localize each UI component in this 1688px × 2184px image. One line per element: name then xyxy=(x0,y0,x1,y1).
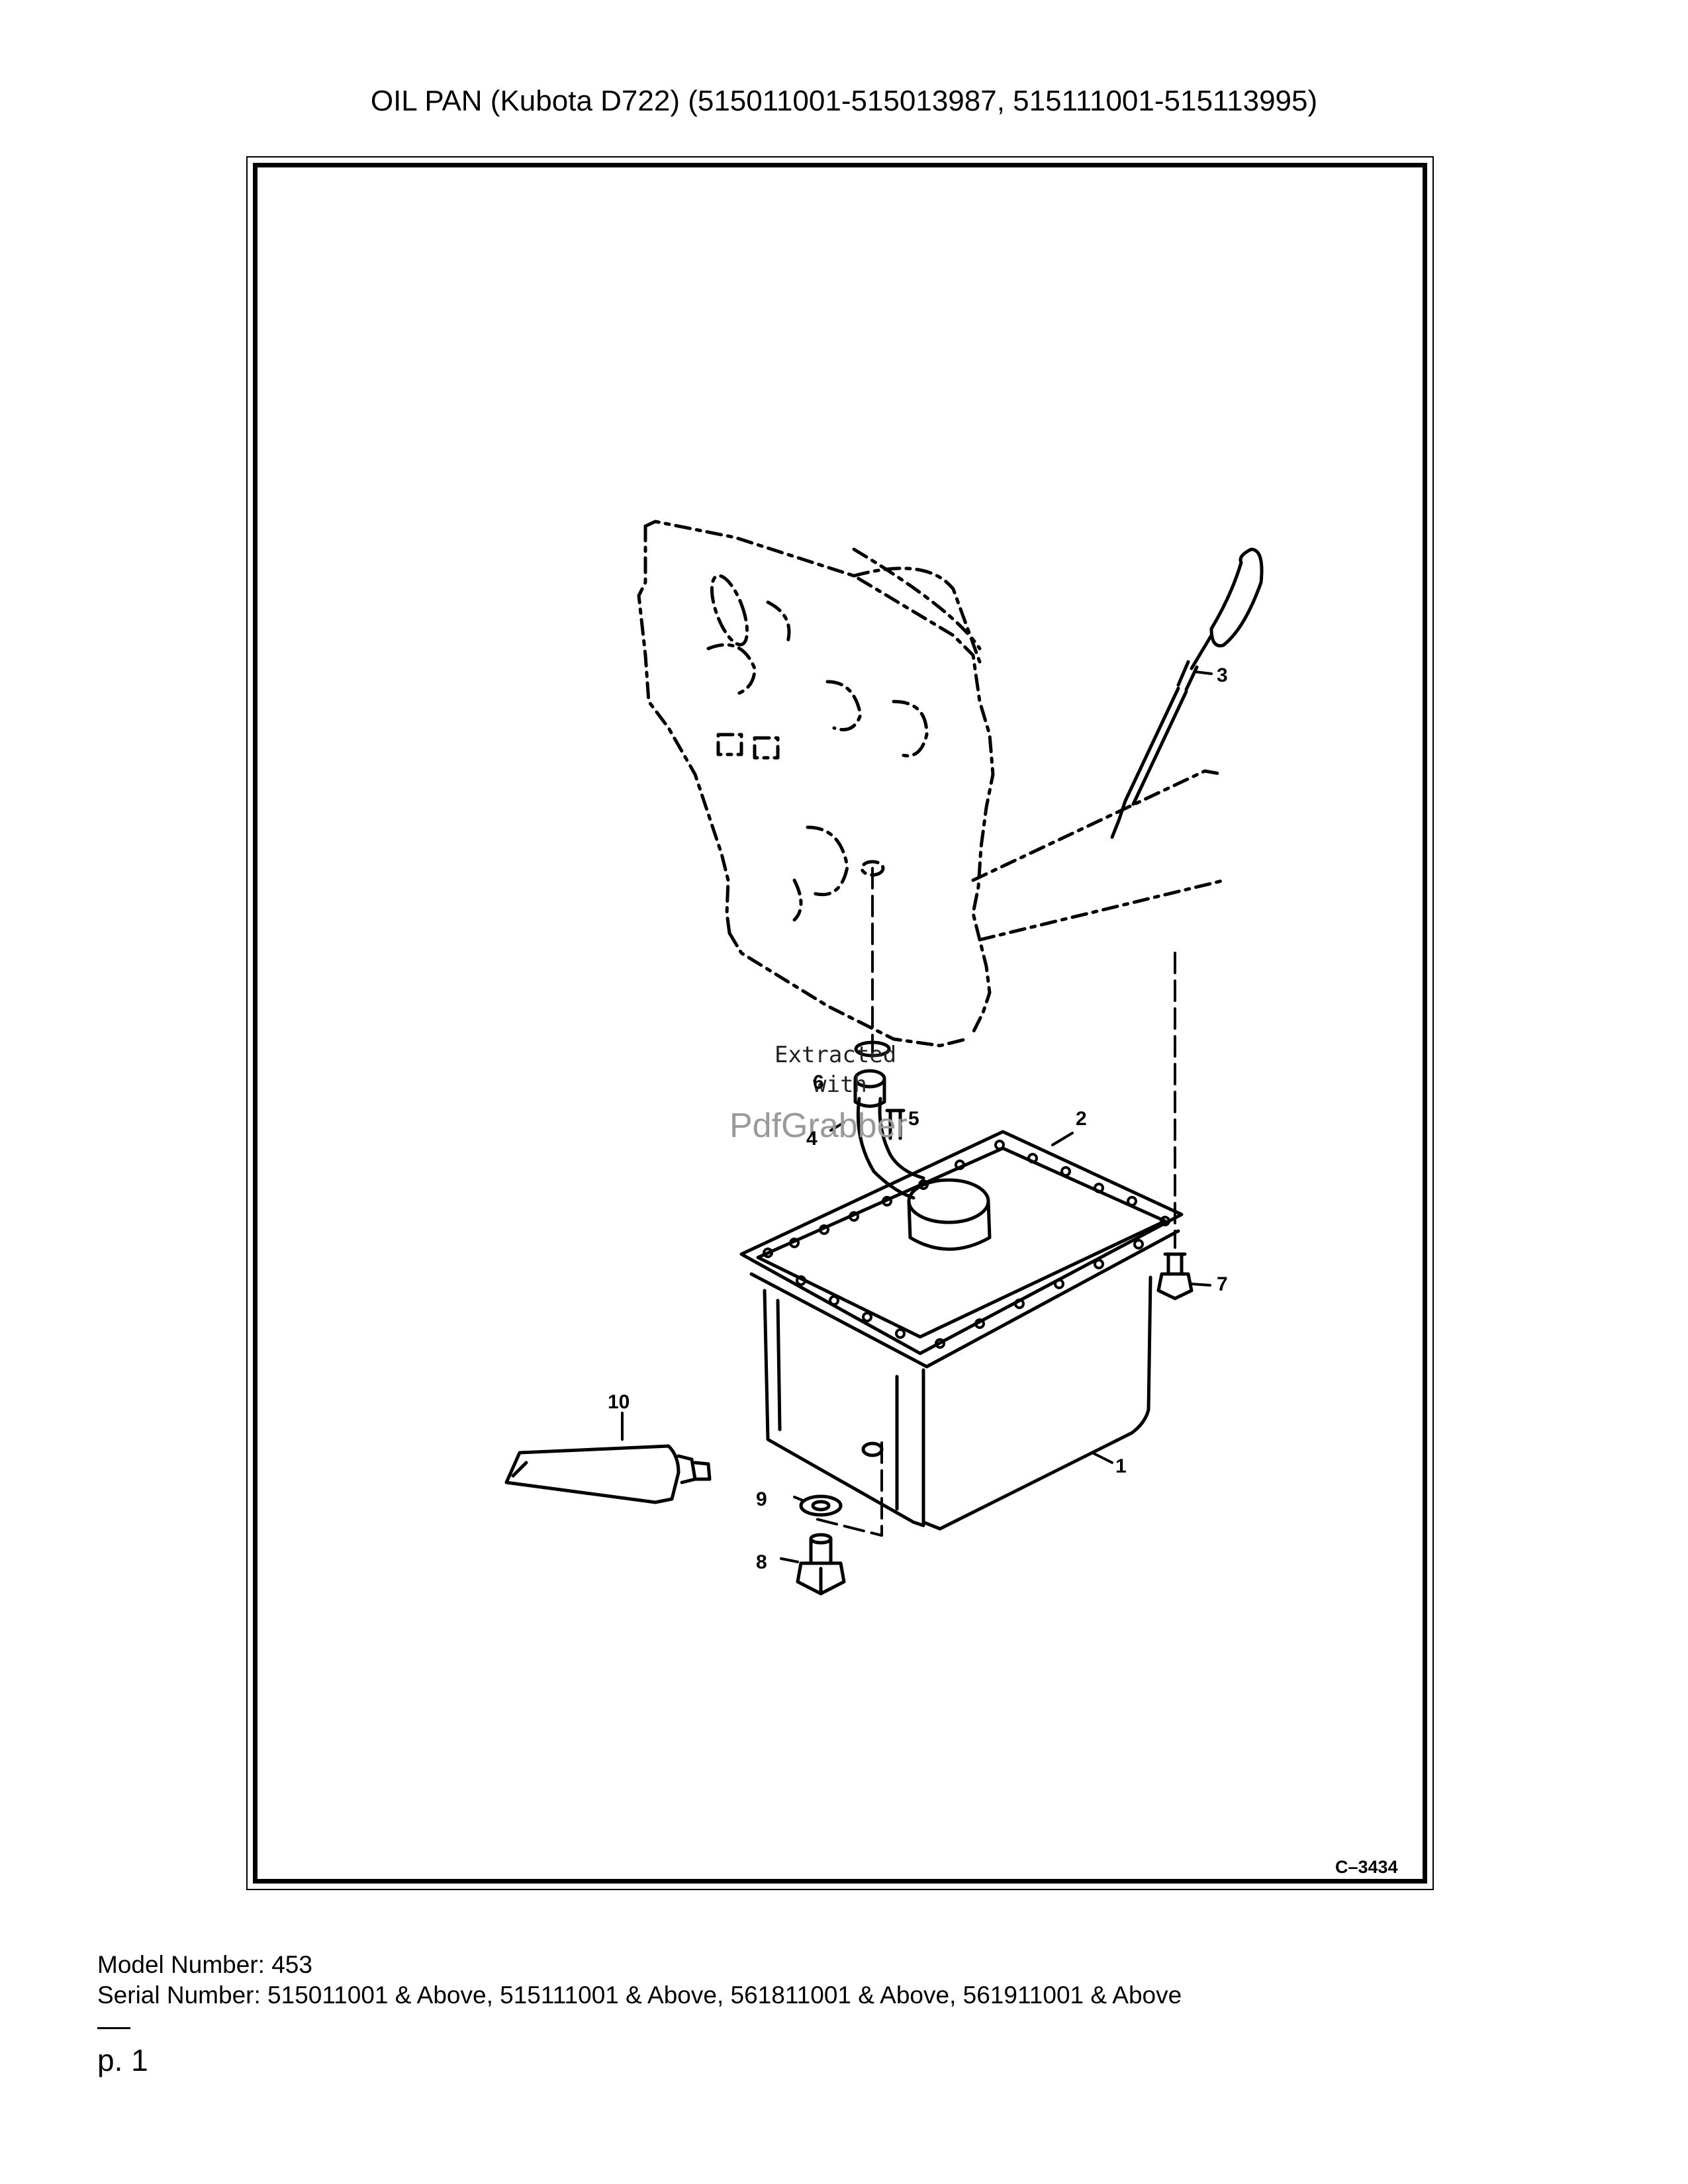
leader-lines xyxy=(621,670,1213,1563)
watermark-line2: with xyxy=(813,1071,867,1098)
serial-number: Serial Number: 515011001 & Above, 515111… xyxy=(97,1981,1182,2009)
engine-block xyxy=(637,520,1227,1048)
callout-10: 10 xyxy=(608,1391,630,1413)
page-number: p. 1 xyxy=(97,2043,148,2077)
callout-9: 9 xyxy=(756,1488,767,1510)
page-title: OIL PAN (Kubota D722) (515011001-5150139… xyxy=(370,85,1318,117)
callout-6: 6 xyxy=(813,1071,824,1093)
drain-washer xyxy=(799,1494,843,1517)
callout-2: 2 xyxy=(1076,1108,1087,1130)
diagram-frame-outer xyxy=(246,156,1434,1890)
callout-5: 5 xyxy=(908,1108,919,1130)
figure-code: C–3434 xyxy=(1335,1857,1398,1877)
bolt-7 xyxy=(1156,1252,1194,1300)
callout-4: 4 xyxy=(806,1128,818,1150)
oil-strainer xyxy=(853,1040,992,1251)
diagram-frame xyxy=(253,163,1427,1884)
model-number: Model Number: 453 xyxy=(97,1951,312,1978)
callout-8: 8 xyxy=(756,1551,767,1573)
alignment-lines xyxy=(814,867,1176,1537)
watermark-line3: PdfGrabber xyxy=(729,1107,908,1145)
callout-3: 3 xyxy=(1217,664,1228,686)
callout-1: 1 xyxy=(1115,1455,1127,1477)
dipstick xyxy=(1110,547,1264,839)
page-number-rule xyxy=(97,2027,130,2029)
callout-7: 7 xyxy=(1217,1273,1228,1295)
sealant-tube xyxy=(504,1444,712,1504)
watermark-line1: Extracted xyxy=(774,1042,896,1068)
drain-plug xyxy=(796,1533,846,1596)
